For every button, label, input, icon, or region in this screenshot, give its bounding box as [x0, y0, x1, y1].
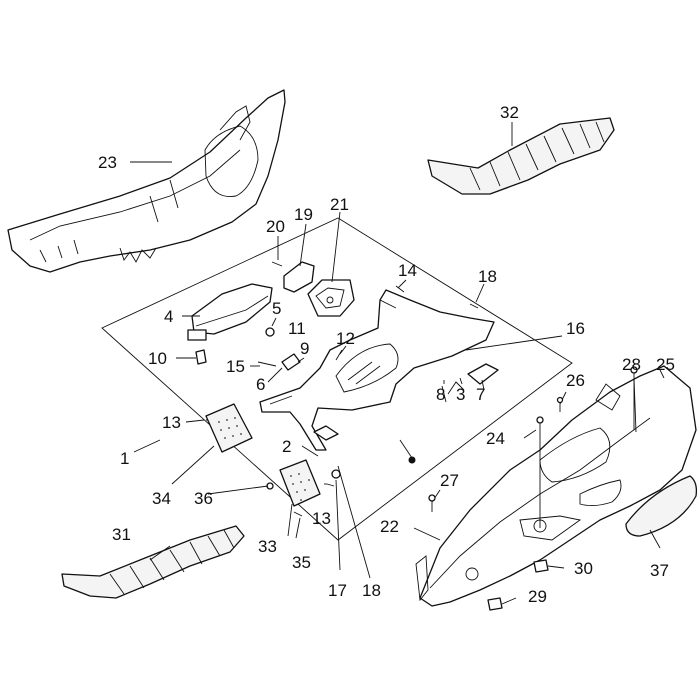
label-29: 29	[528, 587, 547, 606]
label-35: 35	[292, 553, 311, 572]
label-15: 15	[226, 357, 245, 376]
label-27: 27	[440, 471, 459, 490]
label-10: 10	[148, 349, 167, 368]
label-6: 6	[256, 375, 265, 394]
label-8: 8	[436, 385, 445, 404]
label-3: 3	[456, 385, 465, 404]
part-19-plate	[283, 261, 315, 293]
part-21-bracket	[307, 279, 355, 317]
label-33: 33	[258, 537, 277, 556]
label-11: 11	[288, 319, 306, 338]
screws	[428, 366, 638, 528]
label-25: 25	[656, 355, 675, 374]
part-31-footrest-rubber	[61, 525, 245, 599]
part-16-central-footboard	[259, 289, 495, 451]
label-37: 37	[650, 561, 669, 580]
hardware-small-parts	[195, 285, 499, 517]
label-13-right: 13	[312, 509, 331, 528]
label-19: 19	[294, 205, 313, 224]
label-4: 4	[164, 307, 173, 326]
label-21: 21	[330, 195, 349, 214]
label-36: 36	[194, 489, 213, 508]
label-1: 1	[120, 449, 129, 468]
label-12: 12	[336, 329, 355, 348]
callout-labels: 23 32 20 19 21 14 18 4 5 11 12 9 10 15 6…	[98, 103, 675, 606]
label-20: 20	[266, 217, 285, 236]
label-22: 22	[380, 517, 399, 536]
part-25-side-panel	[415, 365, 697, 607]
label-9: 9	[300, 339, 309, 358]
part-32-footrest-rubber	[427, 117, 615, 195]
label-14: 14	[398, 261, 417, 280]
label-5: 5	[272, 299, 281, 318]
label-24: 24	[486, 429, 505, 448]
part-20-screw	[271, 261, 283, 267]
part-23-front-cover	[7, 89, 286, 273]
label-28: 28	[622, 355, 641, 374]
label-2: 2	[282, 437, 291, 456]
label-13-left: 13	[162, 413, 181, 432]
label-23: 23	[98, 153, 117, 172]
part-4-cover	[187, 283, 273, 341]
label-30: 30	[574, 559, 593, 578]
part-33-pad	[279, 459, 321, 507]
label-18-top: 18	[478, 267, 497, 286]
label-16: 16	[566, 319, 585, 338]
label-32: 32	[500, 103, 519, 122]
label-7: 7	[476, 385, 485, 404]
label-31: 31	[112, 525, 131, 544]
label-17: 17	[328, 581, 347, 600]
part-34-pad	[205, 403, 253, 453]
part-29-clip	[487, 597, 503, 611]
part-37-lens	[625, 475, 698, 537]
label-26: 26	[566, 371, 585, 390]
label-18-bottom: 18	[362, 581, 381, 600]
assembly-frame	[101, 217, 573, 541]
part-30-clip	[533, 559, 549, 573]
label-34: 34	[152, 489, 171, 508]
